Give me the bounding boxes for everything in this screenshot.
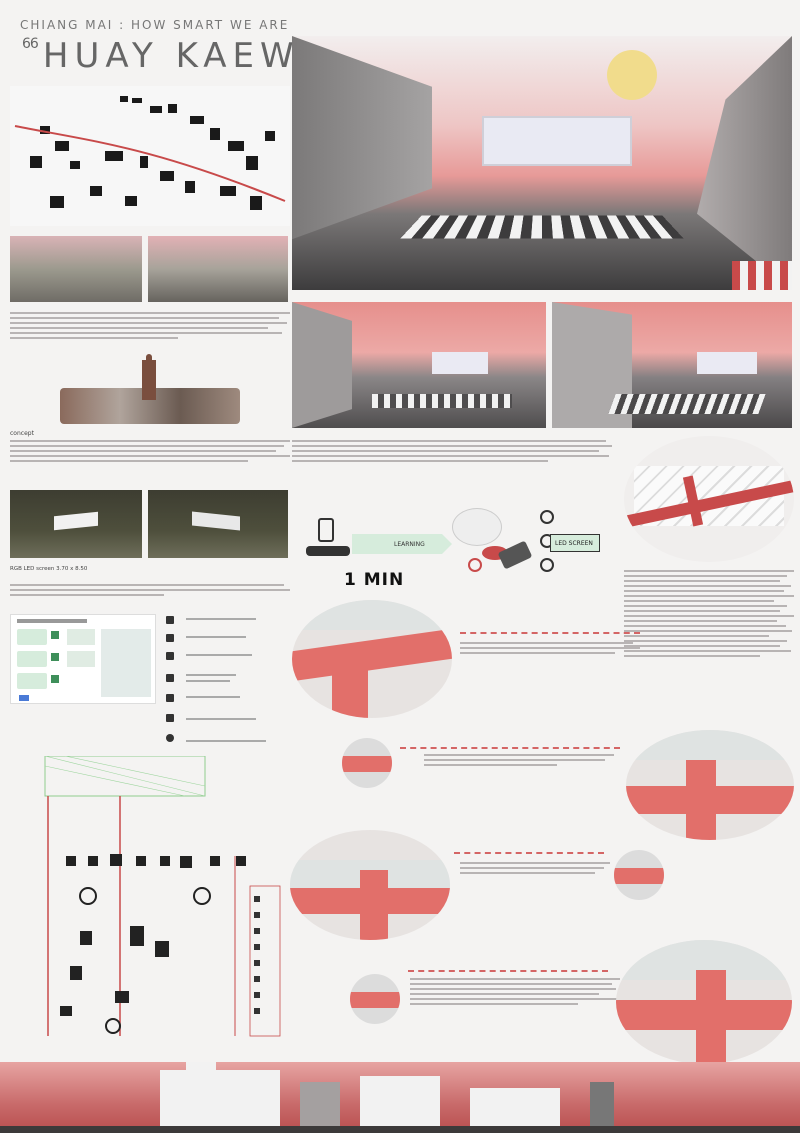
learning-diagram: LEARNING LED SCREEN <box>292 500 622 590</box>
render-text-block <box>292 440 612 465</box>
render-crossing-1 <box>292 302 546 428</box>
scenario-3-small-oval <box>614 850 664 900</box>
concept-text-block <box>10 440 290 465</box>
scenario-4-text <box>410 978 620 1008</box>
transit-legend <box>164 614 290 764</box>
street-elevation <box>0 1062 800 1133</box>
scenario-3-text <box>460 862 610 877</box>
site-model-text <box>624 570 794 660</box>
scenario-3-oval <box>290 830 450 940</box>
scenario-1-dash <box>460 632 640 634</box>
search-icon <box>468 558 482 572</box>
scenario-2-dash <box>400 747 620 749</box>
site-map-drawing <box>14 96 286 210</box>
one-min-text: 1 MIN <box>344 570 405 590</box>
clock-icon-1 <box>540 510 554 524</box>
transit-text-block <box>10 584 290 599</box>
scenario-3-dash <box>454 852 604 854</box>
route-plan-svg <box>44 755 281 1037</box>
main-street-render <box>292 36 792 290</box>
clock-icon-3 <box>540 558 554 572</box>
led-caption: RGB LED screen 3.70 x 8.50 <box>10 566 88 572</box>
render-crossing-2 <box>552 302 792 428</box>
scenario-4-oval <box>616 940 792 1064</box>
street-photo-1 <box>10 236 142 302</box>
led-photo-2 <box>148 490 288 558</box>
scenario-2-oval <box>626 730 794 840</box>
led-billboard <box>482 116 632 166</box>
scenario-2-text <box>424 754 614 769</box>
header-title-row: 66 HUAY KAEW 99 <box>22 36 322 76</box>
traffic-light-icon <box>318 518 334 542</box>
intro-text-block <box>10 312 290 342</box>
transit-legend-icons <box>166 616 266 742</box>
car-icon <box>306 546 350 556</box>
learning-label: LEARNING <box>394 541 425 548</box>
site-model-oval <box>624 436 794 562</box>
scenario-1-oval <box>292 600 452 718</box>
led-photo-1 <box>10 490 142 558</box>
led-screen-label: LED SCREEN <box>555 540 593 547</box>
concept-heading: concept <box>10 430 34 437</box>
scenario-2-small-oval <box>342 738 392 788</box>
transit-app-screen <box>10 614 156 704</box>
site-map <box>10 86 290 226</box>
city-collage <box>60 354 240 424</box>
header-subtitle: CHIANG MAI : HOW SMART WE ARE <box>20 18 290 32</box>
scenario-1-text <box>460 642 640 657</box>
route-plan-drawing <box>10 755 290 1046</box>
sun-disc <box>607 50 657 100</box>
phone-icon <box>497 540 533 570</box>
scenario-4-small-oval <box>350 974 400 1024</box>
one-min-label: 1 MIN <box>344 570 404 590</box>
scenario-4-dash <box>408 970 608 972</box>
quote-open: 66 <box>22 36 39 52</box>
led-screen-box <box>550 534 600 552</box>
data-center-icon <box>452 508 502 546</box>
street-photo-2 <box>148 236 288 302</box>
page-title: HUAY KAEW <box>42 36 300 76</box>
